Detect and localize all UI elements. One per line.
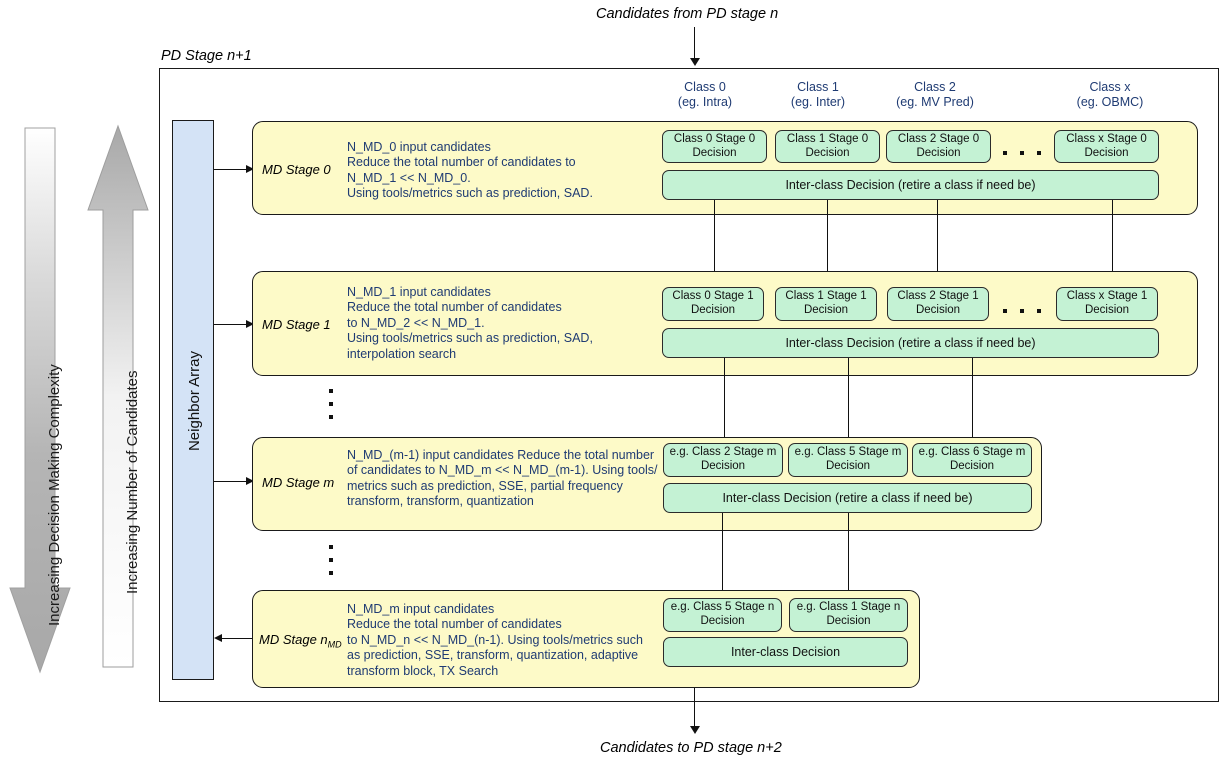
md-stage-n-name-subscript: MD: [327, 639, 342, 650]
inter-class-decision-s1[interactable]: Inter-class Decision (retire a class if …: [662, 328, 1159, 358]
pd-stage-frame-label: PD Stage n+1: [161, 48, 252, 64]
candidates-arrow-label: Increasing Number of Candidates: [124, 370, 141, 594]
decision-box-sn-c0[interactable]: e.g. Class 5 Stage n Decision: [663, 598, 782, 632]
decision-box-s0-c1[interactable]: Class 1 Stage 0 Decision: [775, 130, 880, 163]
output-arrowhead-icon: [689, 726, 700, 734]
complexity-arrow-label: Increasing Decision Making Complexity: [46, 364, 63, 626]
md-stage-0-name-text: MD Stage 0: [262, 162, 331, 177]
decision-box-s1-c2[interactable]: Class 2 Stage 1 Decision: [887, 287, 989, 321]
md-stage-m-name-text: MD Stage m: [262, 475, 335, 490]
stagem-to-stagen-line-1: [848, 513, 849, 592]
stage0-to-stage1-line-c1: [827, 200, 828, 279]
neighbor-connector-line-0: [214, 169, 248, 170]
class-header-2-example: (eg. MV Pred): [896, 95, 974, 109]
decision-box-s1-c0[interactable]: Class 0 Stage 1 Decision: [662, 287, 764, 321]
md-stage-0-name: MD Stage 0: [262, 162, 331, 177]
complexity-arrow-icon: [9, 127, 71, 674]
class-header-0: Class 0 (eg. Intra): [655, 80, 755, 110]
neighbor-connector-line-1: [214, 324, 248, 325]
candidates-arrow: Increasing Number of Candidates: [86, 124, 150, 669]
neighbor-arrowhead-2-icon: [246, 476, 254, 485]
class-header-0-example: (eg. Intra): [677, 95, 733, 109]
stage1-to-stagem-line-0: [724, 358, 725, 439]
vertical-ellipsis-1: [329, 389, 333, 419]
neighbor-connector-line-3: [222, 638, 252, 639]
neighbor-array: Neighbor Array: [172, 120, 214, 680]
neighbor-arrowhead-1-icon: [246, 319, 254, 328]
class-header-0-title: Class 0: [684, 80, 726, 94]
class-header-1-example: (eg. Inter): [790, 95, 846, 109]
md-stage-1-description: N_MD_1 input candidates Reduce the total…: [347, 285, 593, 361]
class-header-1-title: Class 1: [797, 80, 839, 94]
decision-box-sm-c2[interactable]: e.g. Class 6 Stage m Decision: [912, 443, 1032, 477]
class-header-2: Class 2 (eg. MV Pred): [880, 80, 990, 110]
stage-0-horizontal-ellipsis: [1003, 151, 1041, 155]
class-header-3: Class x (eg. OBMC): [1055, 80, 1165, 110]
md-stage-m-description: N_MD_(m-1) input candidates Reduce the t…: [347, 448, 658, 509]
md-stage-0-description: N_MD_0 input candidates Reduce the total…: [347, 140, 593, 201]
decision-box-s0-c0[interactable]: Class 0 Stage 0 Decision: [662, 130, 767, 163]
inter-class-decision-s0[interactable]: Inter-class Decision (retire a class if …: [662, 170, 1159, 200]
class-header-3-example: (eg. OBMC): [1076, 95, 1144, 109]
md-stage-n-name-text: MD Stage n: [259, 632, 328, 647]
md-stage-1-name: MD Stage 1: [262, 317, 331, 332]
decision-box-sm-c1[interactable]: e.g. Class 5 Stage m Decision: [788, 443, 908, 477]
vertical-ellipsis-2: [329, 545, 333, 575]
md-stage-n-description: N_MD_m input candidates Reduce the total…: [347, 602, 643, 678]
bottom-caption: Candidates to PD stage n+2: [600, 740, 782, 756]
top-caption: Candidates from PD stage n: [596, 6, 779, 22]
decision-box-sn-c1[interactable]: e.g. Class 1 Stage n Decision: [789, 598, 908, 632]
inter-class-decision-sn[interactable]: Inter-class Decision: [663, 637, 908, 667]
class-header-3-title: Class x: [1089, 80, 1131, 94]
candidates-arrow-icon: [87, 124, 149, 668]
decision-box-s0-c2[interactable]: Class 2 Stage 0 Decision: [886, 130, 991, 163]
neighbor-array-label: Neighbor Array: [185, 350, 203, 452]
stage0-to-stage1-line-c2: [937, 200, 938, 279]
neighbor-connector-line-2: [214, 481, 248, 482]
md-stage-1-name-text: MD Stage 1: [262, 317, 331, 332]
decision-box-sm-c0[interactable]: e.g. Class 2 Stage m Decision: [663, 443, 783, 477]
neighbor-arrowhead-0-icon: [246, 164, 254, 173]
decision-box-s1-c1[interactable]: Class 1 Stage 1 Decision: [775, 287, 877, 321]
stage1-to-stagem-line-1: [848, 358, 849, 439]
input-connector-line: [694, 27, 695, 60]
stage0-to-stage1-line-cx: [1112, 200, 1113, 279]
md-stage-n-name: MD Stage nMD: [259, 632, 342, 650]
stage-1-horizontal-ellipsis: [1003, 309, 1041, 313]
md-stage-m-name: MD Stage m: [262, 475, 334, 490]
stagem-to-stagen-line-0: [722, 513, 723, 592]
class-header-2-title: Class 2: [914, 80, 956, 94]
complexity-arrow: Increasing Decision Making Complexity: [8, 126, 72, 676]
pd-stage-frame: [159, 68, 1219, 702]
output-connector-line: [694, 688, 695, 728]
decision-box-s0-cx[interactable]: Class x Stage 0 Decision: [1054, 130, 1159, 163]
stage1-to-stagem-line-2: [972, 358, 973, 439]
stage0-to-stage1-line-c0: [714, 200, 715, 279]
neighbor-arrowhead-3-icon: [214, 633, 222, 642]
input-arrowhead-icon: [689, 58, 700, 66]
class-header-1: Class 1 (eg. Inter): [768, 80, 868, 110]
inter-class-decision-sm[interactable]: Inter-class Decision (retire a class if …: [663, 483, 1032, 513]
decision-box-s1-cx[interactable]: Class x Stage 1 Decision: [1056, 287, 1158, 321]
